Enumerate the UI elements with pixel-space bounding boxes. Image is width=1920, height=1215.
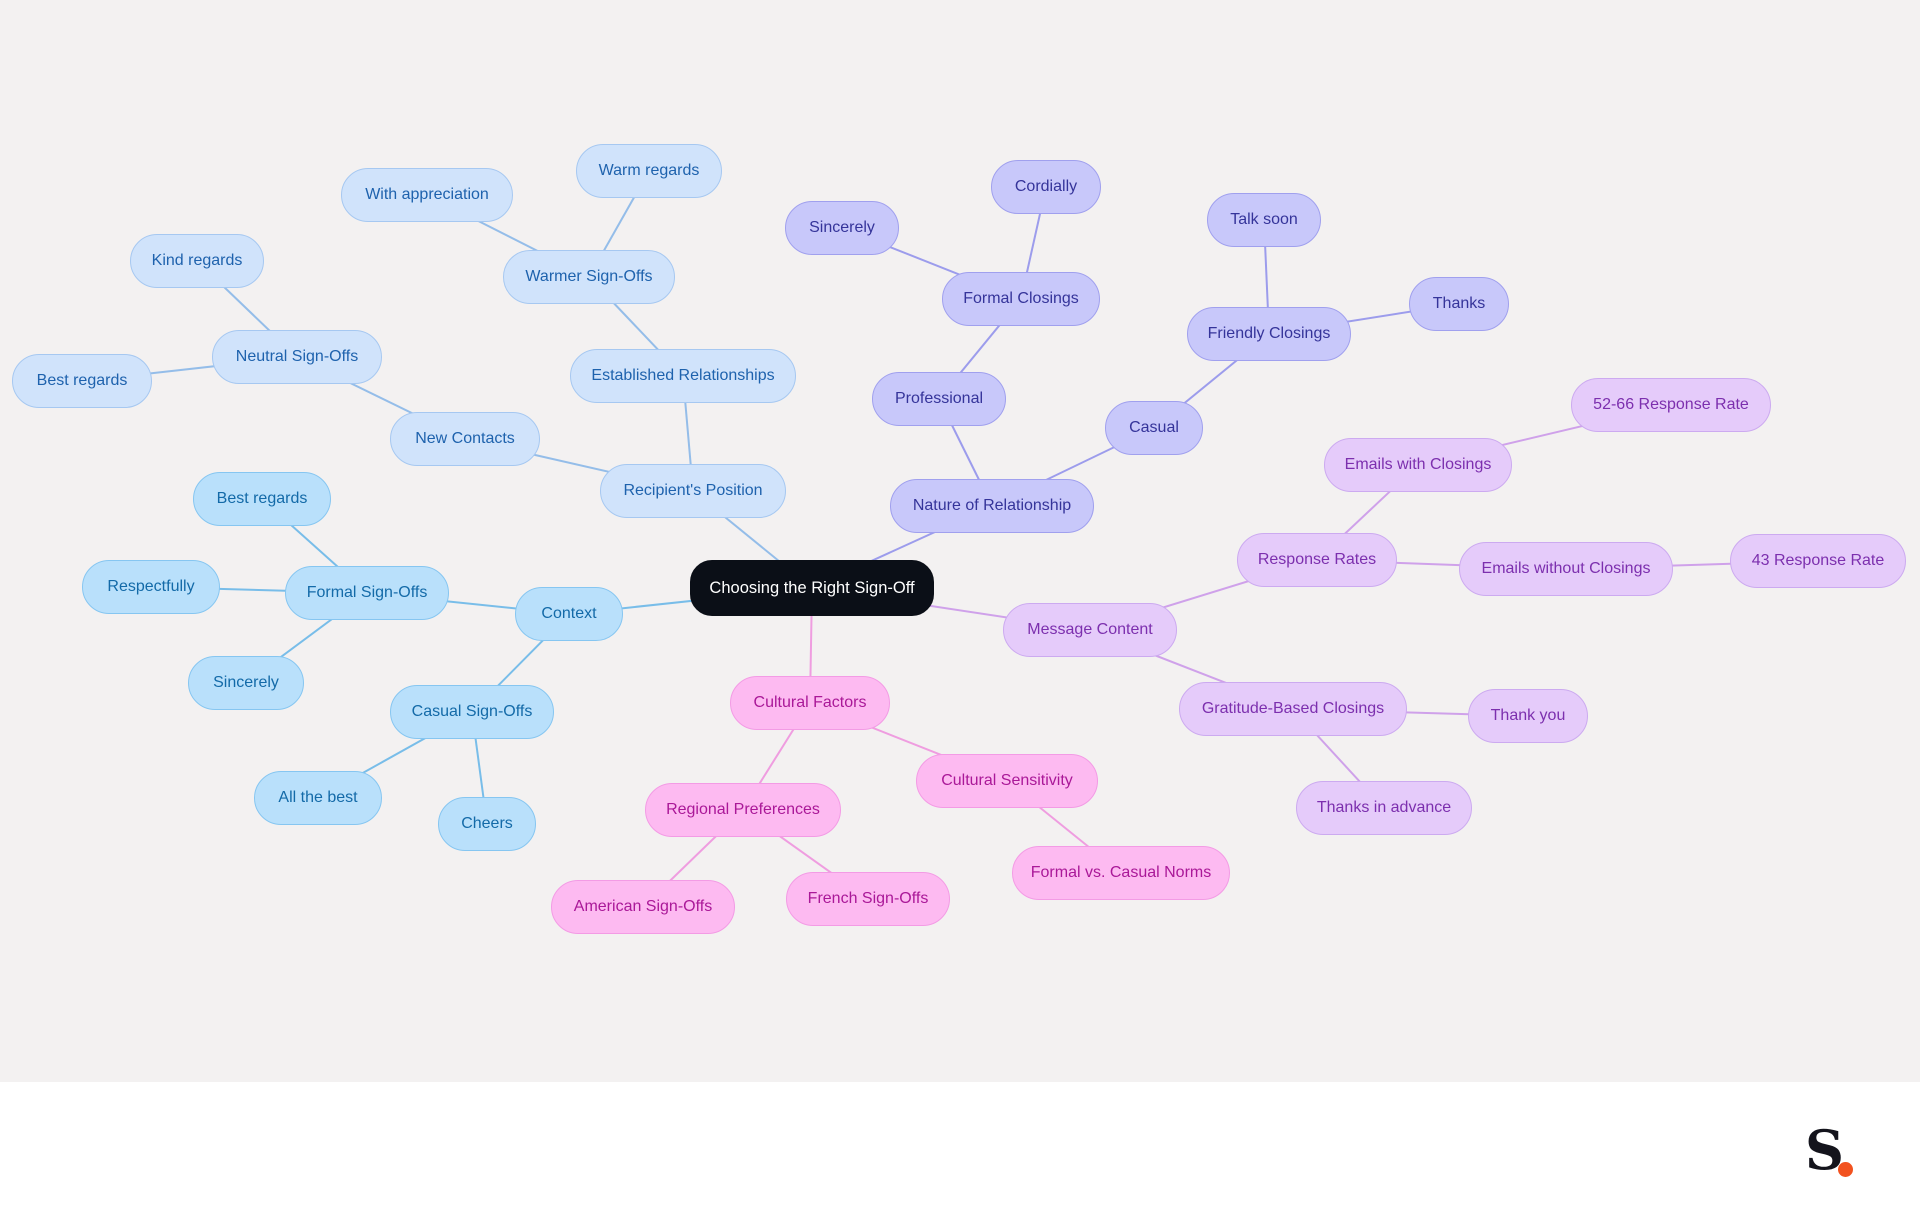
node-warm-regards[interactable]: Warm regards xyxy=(576,144,722,198)
node-friendly-closings[interactable]: Friendly Closings xyxy=(1187,307,1351,361)
node-formal-closings[interactable]: Formal Closings xyxy=(942,272,1100,326)
node-gratitude[interactable]: Gratitude-Based Closings xyxy=(1179,682,1407,736)
node-kind-regards[interactable]: Kind regards xyxy=(130,234,264,288)
node-rate-43[interactable]: 43 Response Rate xyxy=(1730,534,1906,588)
node-best-regards-f[interactable]: Best regards xyxy=(193,472,331,526)
node-without-closings[interactable]: Emails without Closings xyxy=(1459,542,1673,596)
node-response-rates[interactable]: Response Rates xyxy=(1237,533,1397,587)
node-cordially[interactable]: Cordially xyxy=(991,160,1101,214)
node-sensitivity[interactable]: Cultural Sensitivity xyxy=(916,754,1098,808)
node-cheers[interactable]: Cheers xyxy=(438,797,536,851)
node-with-closings[interactable]: Emails with Closings xyxy=(1324,438,1512,492)
node-sincerely-f[interactable]: Sincerely xyxy=(188,656,304,710)
node-thank-you[interactable]: Thank you xyxy=(1468,689,1588,743)
node-french[interactable]: French Sign-Offs xyxy=(786,872,950,926)
node-context[interactable]: Context xyxy=(515,587,623,641)
brand-logo-icon: S xyxy=(1805,1118,1844,1182)
node-casual[interactable]: Casual xyxy=(1105,401,1203,455)
node-established[interactable]: Established Relationships xyxy=(570,349,796,403)
node-thanks[interactable]: Thanks xyxy=(1409,277,1509,331)
node-best-regards-n[interactable]: Best regards xyxy=(12,354,152,408)
node-sincerely-p[interactable]: Sincerely xyxy=(785,201,899,255)
mindmap-edges xyxy=(81,170,1819,908)
node-rate-52-66[interactable]: 52-66 Response Rate xyxy=(1571,378,1771,432)
node-casual-signoffs[interactable]: Casual Sign-Offs xyxy=(390,685,554,739)
node-formal-signoffs[interactable]: Formal Sign-Offs xyxy=(285,566,449,620)
node-thanks-in-advance[interactable]: Thanks in advance xyxy=(1296,781,1472,835)
node-root[interactable]: Choosing the Right Sign-Off xyxy=(690,560,934,616)
node-with-appreciation[interactable]: With appreciation xyxy=(341,168,513,222)
brand-logo-dot xyxy=(1838,1162,1853,1177)
node-cultural[interactable]: Cultural Factors xyxy=(730,676,890,730)
node-new-contacts[interactable]: New Contacts xyxy=(390,412,540,466)
node-all-the-best[interactable]: All the best xyxy=(254,771,382,825)
node-respectfully[interactable]: Respectfully xyxy=(82,560,220,614)
node-recipient[interactable]: Recipient's Position xyxy=(600,464,786,518)
node-regional[interactable]: Regional Preferences xyxy=(645,783,841,837)
node-neutral[interactable]: Neutral Sign-Offs xyxy=(212,330,382,384)
footer xyxy=(0,1082,1920,1215)
node-talk-soon[interactable]: Talk soon xyxy=(1207,193,1321,247)
node-american[interactable]: American Sign-Offs xyxy=(551,880,735,934)
node-formal-casual-norms[interactable]: Formal vs. Casual Norms xyxy=(1012,846,1230,900)
node-professional[interactable]: Professional xyxy=(872,372,1006,426)
node-relationship[interactable]: Nature of Relationship xyxy=(890,479,1094,533)
node-warmer[interactable]: Warmer Sign-Offs xyxy=(503,250,675,304)
node-message[interactable]: Message Content xyxy=(1003,603,1177,657)
